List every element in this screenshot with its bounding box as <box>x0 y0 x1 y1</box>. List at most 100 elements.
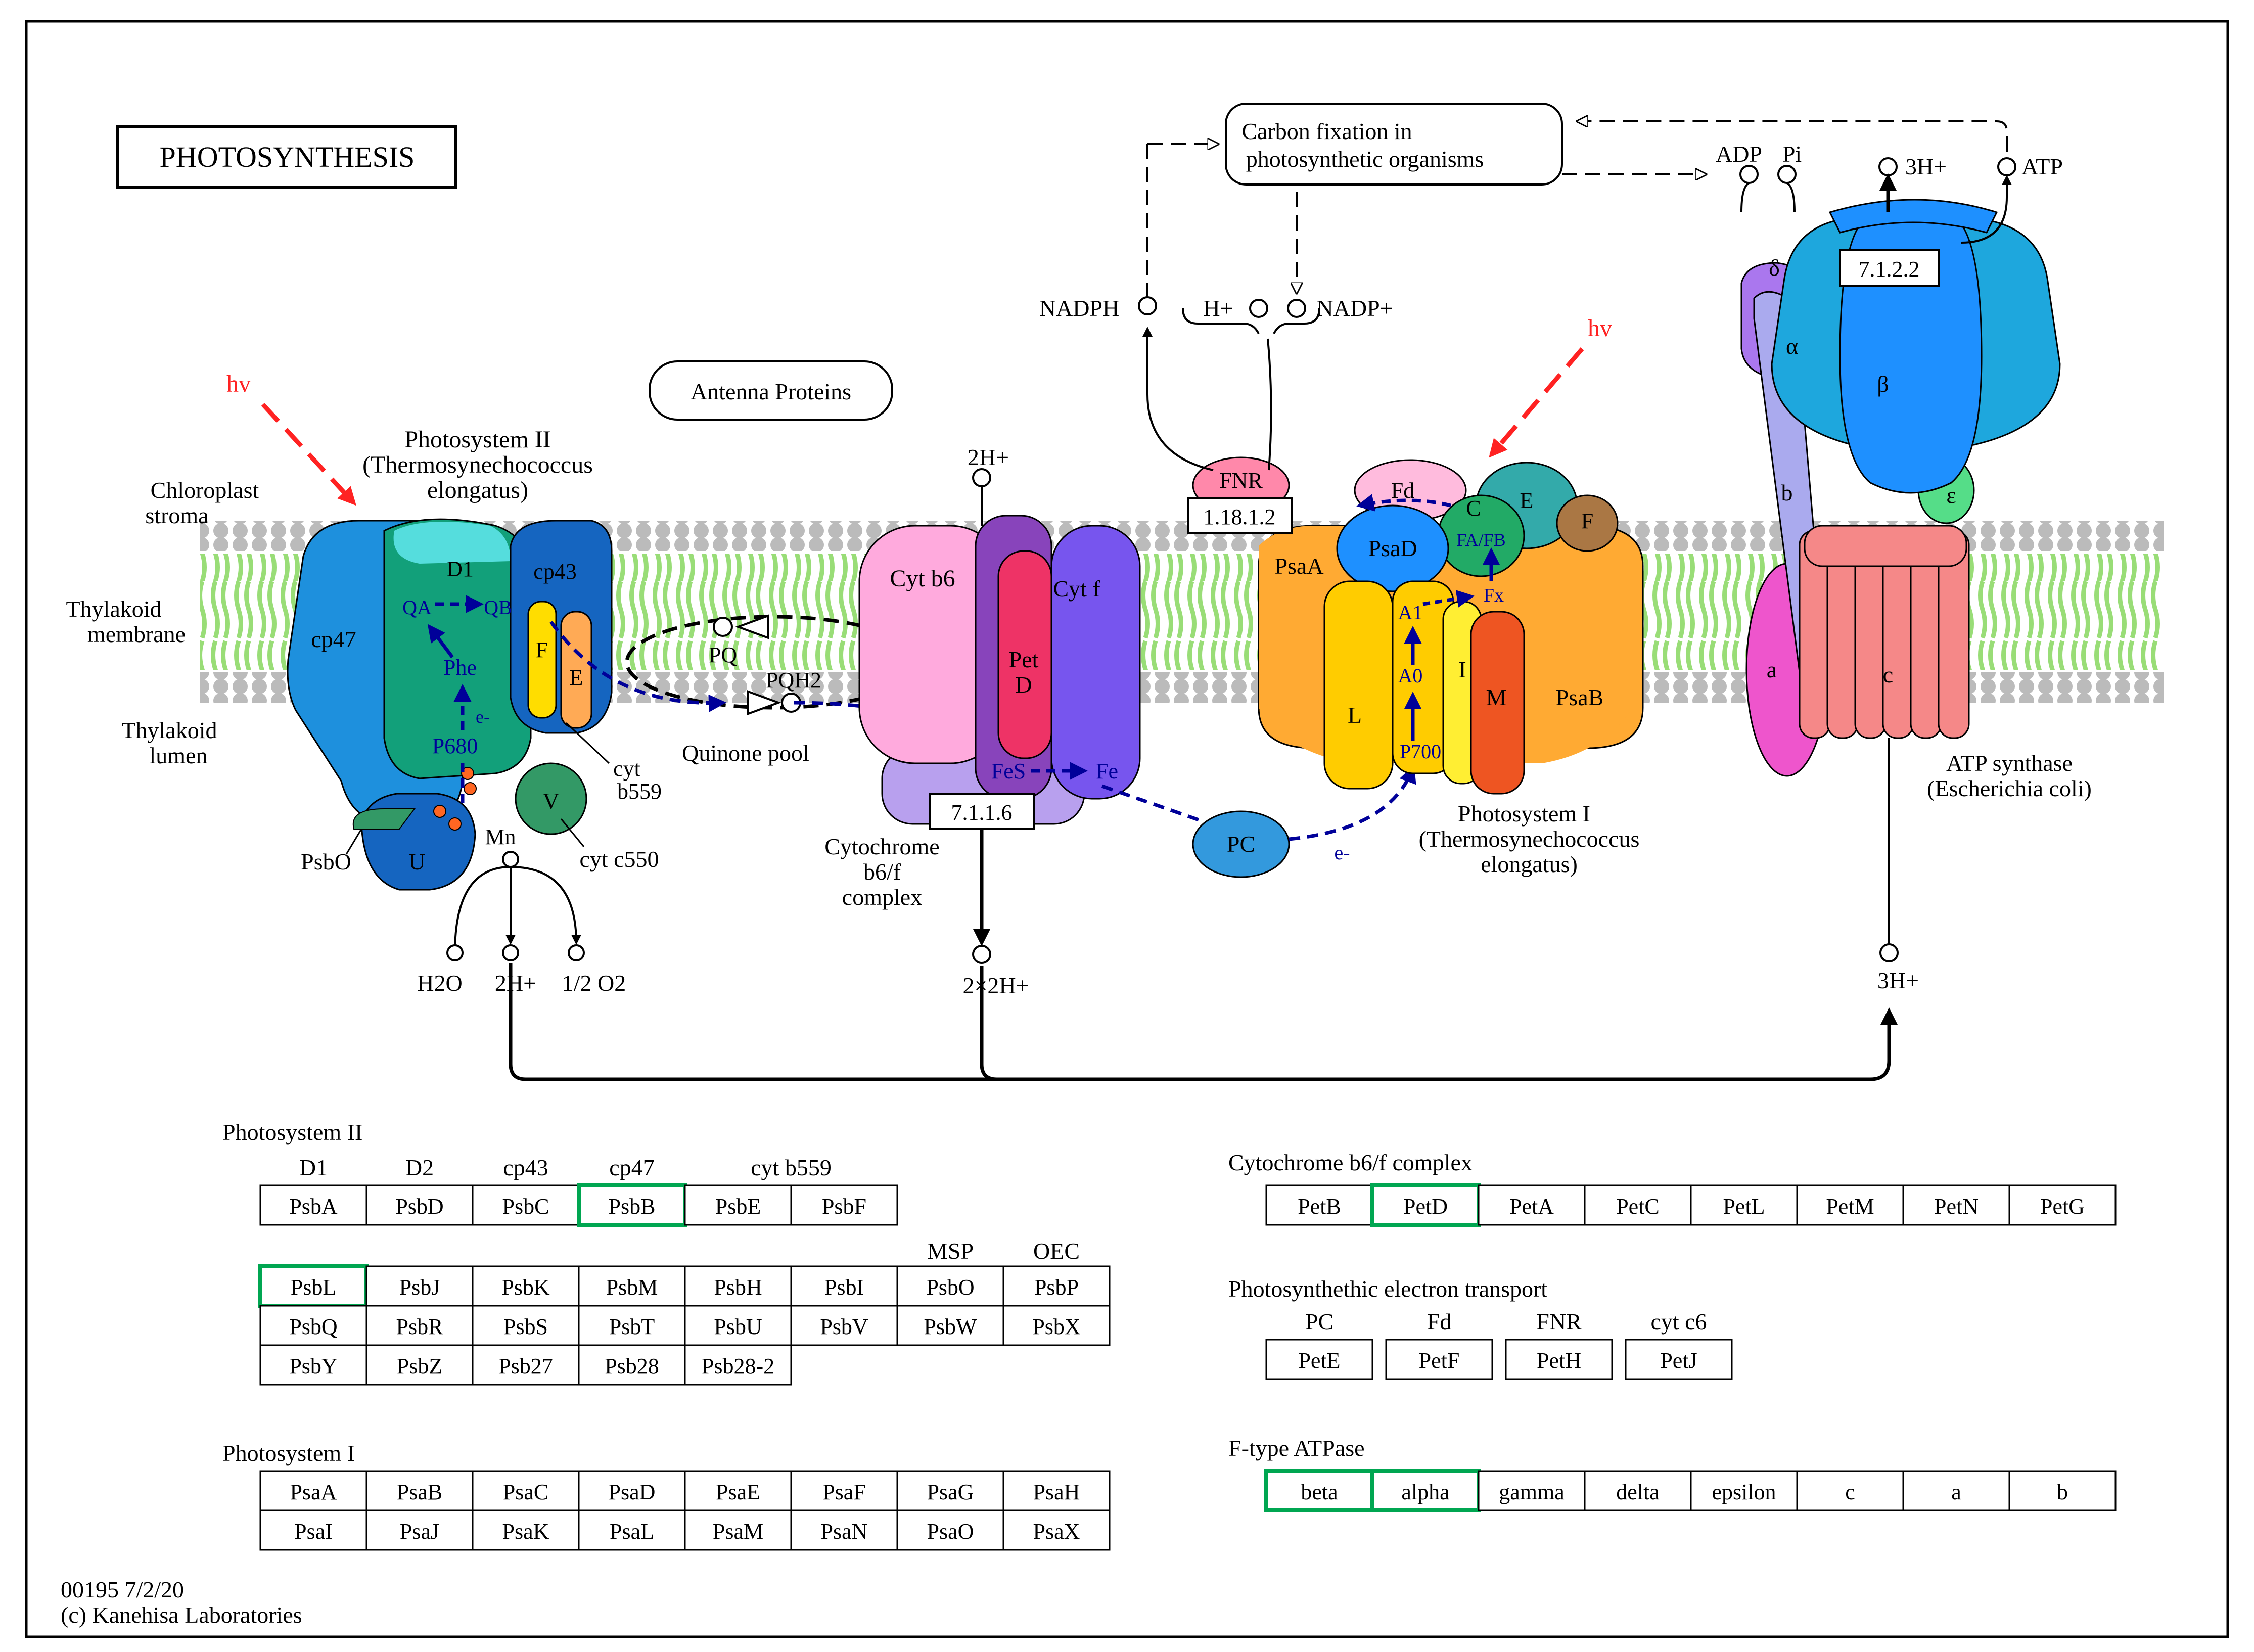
psb-u-shape[interactable] <box>360 793 476 891</box>
gene-petb[interactable]: PetB <box>1265 1184 1373 1226</box>
gene-pete[interactable]: PetE <box>1265 1339 1373 1380</box>
gene-psbe[interactable]: PsbE <box>684 1184 792 1226</box>
gene-psai[interactable]: PsaI <box>259 1509 367 1551</box>
gene-psbt[interactable]: PsbT <box>578 1305 686 1346</box>
psaf-shape[interactable] <box>1556 494 1619 552</box>
gene-psah[interactable]: PsaH <box>1002 1470 1111 1511</box>
antenna-proteins[interactable]: Antenna Proteins <box>649 360 893 421</box>
nadph-node[interactable] <box>1138 296 1157 315</box>
gene-psb28[interactable]: Psb28 <box>578 1344 686 1386</box>
gene-petg[interactable]: PetG <box>2008 1184 2117 1226</box>
mn-node[interactable] <box>502 851 519 868</box>
gene-psbo[interactable]: PsbO <box>896 1265 1004 1307</box>
gene-psbu[interactable]: PsbU <box>684 1305 792 1346</box>
gene-petd[interactable]: PetD <box>1370 1183 1481 1227</box>
ec-1-18-1-2[interactable] <box>1187 497 1293 534</box>
psb-e-shape[interactable] <box>560 611 592 729</box>
gene-peth[interactable]: PetH <box>1505 1339 1613 1380</box>
gene-psbj[interactable]: PsbJ <box>365 1265 474 1307</box>
atp-beta-shape[interactable] <box>1839 204 1983 494</box>
psb-v-shape[interactable] <box>515 762 587 835</box>
gene-psbc[interactable]: PsbC <box>472 1184 580 1226</box>
psal-shape[interactable] <box>1323 580 1394 790</box>
psad-shape[interactable] <box>1336 504 1449 592</box>
two-h-bottom-node[interactable] <box>502 944 519 961</box>
gene-gamma[interactable]: gamma <box>1478 1470 1586 1511</box>
gene-psbs[interactable]: PsbS <box>472 1305 580 1346</box>
carbon-fixation-link[interactable]: Carbon fixation in photosynthetic organi… <box>1225 103 1563 186</box>
cytf-shape[interactable] <box>1050 525 1141 800</box>
gene-psaa[interactable]: PsaA <box>259 1470 367 1511</box>
gene-psab[interactable]: PsaB <box>365 1470 474 1511</box>
gene-psbv[interactable]: PsbV <box>790 1305 898 1346</box>
gene-psbk[interactable]: PsbK <box>472 1265 580 1307</box>
gene-psb27[interactable]: Psb27 <box>472 1344 580 1386</box>
gene-petl[interactable]: PetL <box>1690 1184 1798 1226</box>
two-h-top-node[interactable] <box>972 468 991 487</box>
gene-delta[interactable]: delta <box>1584 1470 1692 1511</box>
pq-node[interactable] <box>713 617 733 637</box>
gene-psad[interactable]: PsaD <box>578 1470 686 1511</box>
pi-node[interactable] <box>1777 165 1797 184</box>
gene-psbq[interactable]: PsbQ <box>259 1305 367 1346</box>
gene-psbz[interactable]: PsbZ <box>365 1344 474 1386</box>
map-title-text: PHOTOSYNTHESIS <box>160 141 415 173</box>
atp-c-ring[interactable] <box>1799 525 1970 739</box>
gene-petj[interactable]: PetJ <box>1625 1339 1733 1380</box>
gene-psae[interactable]: PsaE <box>684 1470 792 1511</box>
gene-psbh[interactable]: PsbH <box>684 1265 792 1307</box>
gene-c[interactable]: c <box>1796 1470 1904 1511</box>
gene-psby[interactable]: PsbY <box>259 1344 367 1386</box>
gene-psb28-2[interactable]: Psb28-2 <box>684 1344 792 1386</box>
gene-psbm[interactable]: PsbM <box>578 1265 686 1307</box>
gene-petf[interactable]: PetF <box>1385 1339 1493 1380</box>
nadp-node[interactable] <box>1287 299 1306 318</box>
gene-psaf[interactable]: PsaF <box>790 1470 898 1511</box>
three-h-top-node[interactable] <box>1878 157 1898 176</box>
gene-epsilon[interactable]: epsilon <box>1690 1470 1798 1511</box>
gene-psan[interactable]: PsaN <box>790 1509 898 1551</box>
gene-psax[interactable]: PsaX <box>1002 1509 1111 1551</box>
gene-psbw[interactable]: PsbW <box>896 1305 1004 1346</box>
atp-node[interactable] <box>1997 157 2016 176</box>
gene-psam[interactable]: PsaM <box>684 1509 792 1551</box>
gene-psbl[interactable]: PsbL <box>258 1264 369 1308</box>
gene-petc[interactable]: PetC <box>1584 1184 1692 1226</box>
gene-psak[interactable]: PsaK <box>472 1509 580 1551</box>
gene-psag[interactable]: PsaG <box>896 1470 1004 1511</box>
ec-7-1-2-2[interactable]: 7.1.2.2 <box>1839 249 1940 287</box>
gene-psbp[interactable]: PsbP <box>1002 1265 1111 1307</box>
gene-petm[interactable]: PetM <box>1796 1184 1904 1226</box>
gene-a[interactable]: a <box>1902 1470 2010 1511</box>
h2o-node[interactable] <box>446 944 464 961</box>
two-x-two-h-node[interactable] <box>972 945 991 964</box>
gene-psac[interactable]: PsaC <box>472 1470 580 1511</box>
fe-to-pc-path <box>1101 784 1204 823</box>
psam-shape[interactable] <box>1470 611 1525 795</box>
gene-psbi[interactable]: PsbI <box>790 1265 898 1307</box>
pc-shape[interactable] <box>1192 810 1290 878</box>
gene-psal[interactable]: PsaL <box>578 1509 686 1551</box>
ec-7-1-1-6[interactable]: 7.1.1.6 <box>929 793 1035 830</box>
gene-peta[interactable]: PetA <box>1478 1184 1586 1226</box>
gene-psaj[interactable]: PsaJ <box>365 1509 474 1551</box>
adp-node[interactable] <box>1739 165 1759 184</box>
gene-psbd[interactable]: PsbD <box>365 1184 474 1226</box>
atp-synthase-title-1: ATP synthase <box>1946 750 2073 776</box>
gene-psbb[interactable]: PsbB <box>577 1183 687 1227</box>
gene-psbx[interactable]: PsbX <box>1002 1305 1111 1346</box>
gene-alpha[interactable]: alpha <box>1370 1469 1481 1512</box>
half-o2-node[interactable] <box>568 944 585 961</box>
hplus-node[interactable] <box>1249 299 1268 318</box>
gene-b[interactable]: b <box>2008 1470 2117 1511</box>
gene-psbr[interactable]: PsbR <box>365 1305 474 1346</box>
gene-psao[interactable]: PsaO <box>896 1509 1004 1551</box>
gene-petn[interactable]: PetN <box>1902 1184 2010 1226</box>
three-h-bottom-node[interactable] <box>1879 943 1899 962</box>
gene-psba[interactable]: PsbA <box>259 1184 367 1226</box>
gene-psbf[interactable]: PsbF <box>790 1184 898 1226</box>
two-h-bottom-label: 2H+ <box>495 970 536 996</box>
lumen-label-1: Thylakoid <box>121 717 217 743</box>
psb-f-shape[interactable] <box>527 601 557 719</box>
gene-beta[interactable]: beta <box>1264 1469 1374 1512</box>
